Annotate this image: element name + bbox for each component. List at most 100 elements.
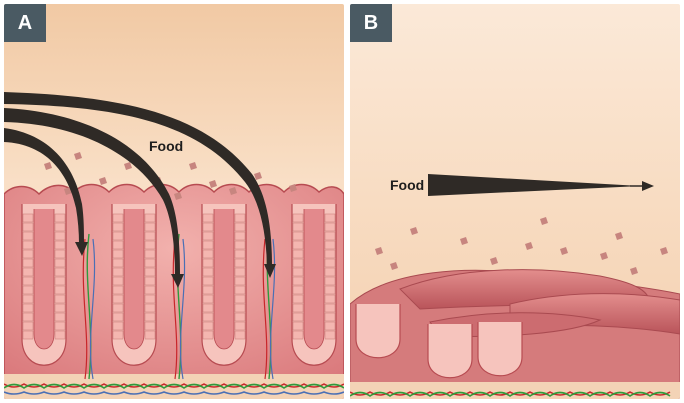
cell bbox=[235, 286, 245, 294]
cell bbox=[145, 304, 155, 312]
cell bbox=[23, 304, 33, 312]
cell bbox=[23, 223, 33, 231]
cell bbox=[325, 223, 335, 231]
cell bbox=[23, 295, 33, 303]
cell bbox=[55, 322, 65, 330]
cell bbox=[113, 268, 123, 276]
cell bbox=[203, 322, 213, 330]
cell bbox=[293, 322, 303, 330]
cell bbox=[293, 331, 303, 339]
cell bbox=[55, 259, 65, 267]
cell bbox=[325, 331, 335, 339]
cell bbox=[23, 331, 33, 339]
panel-b-damaged-villi: B Food bbox=[350, 4, 680, 399]
cell bbox=[203, 250, 213, 258]
cell bbox=[325, 232, 335, 240]
cell bbox=[293, 223, 303, 231]
cell bbox=[203, 214, 213, 222]
cell bbox=[203, 331, 213, 339]
cell bbox=[55, 268, 65, 276]
cell bbox=[55, 232, 65, 240]
cell bbox=[235, 331, 245, 339]
cell bbox=[293, 241, 303, 249]
panel-b-badge: B bbox=[350, 4, 392, 42]
cell bbox=[23, 250, 33, 258]
cell bbox=[235, 241, 245, 249]
panel-b-illustration bbox=[350, 4, 680, 399]
cell bbox=[293, 277, 303, 285]
cell bbox=[145, 259, 155, 267]
cell bbox=[293, 286, 303, 294]
panel-a-normal-villi: A Food bbox=[4, 4, 344, 399]
cell bbox=[293, 259, 303, 267]
cell bbox=[23, 277, 33, 285]
cell bbox=[203, 232, 213, 240]
cell bbox=[293, 295, 303, 303]
crypt-lumen bbox=[304, 209, 324, 349]
cell bbox=[325, 268, 335, 276]
cell bbox=[203, 277, 213, 285]
cell bbox=[55, 214, 65, 222]
cell bbox=[203, 313, 213, 321]
panel-a-illustration bbox=[4, 4, 344, 399]
cell bbox=[145, 268, 155, 276]
cell bbox=[145, 214, 155, 222]
cell bbox=[55, 331, 65, 339]
cell bbox=[23, 313, 33, 321]
cell bbox=[55, 277, 65, 285]
cell bbox=[325, 241, 335, 249]
cell bbox=[235, 295, 245, 303]
cell bbox=[325, 322, 335, 330]
cell bbox=[55, 250, 65, 258]
cell bbox=[325, 259, 335, 267]
crypt-lumen bbox=[214, 209, 234, 349]
cell bbox=[235, 232, 245, 240]
cell bbox=[293, 214, 303, 222]
cell bbox=[55, 223, 65, 231]
cell bbox=[55, 313, 65, 321]
cell bbox=[235, 259, 245, 267]
cell bbox=[23, 259, 33, 267]
cell bbox=[235, 313, 245, 321]
cell bbox=[55, 241, 65, 249]
cell bbox=[113, 277, 123, 285]
cell bbox=[145, 277, 155, 285]
food-label-b: Food bbox=[390, 177, 424, 193]
cell bbox=[23, 268, 33, 276]
cell bbox=[55, 304, 65, 312]
cell bbox=[203, 259, 213, 267]
cell bbox=[293, 232, 303, 240]
cell bbox=[113, 313, 123, 321]
cell bbox=[113, 241, 123, 249]
cell bbox=[325, 277, 335, 285]
cell bbox=[325, 304, 335, 312]
cell bbox=[235, 250, 245, 258]
cell bbox=[145, 250, 155, 258]
cell bbox=[145, 313, 155, 321]
cell bbox=[325, 313, 335, 321]
crypt-lumen bbox=[124, 209, 144, 349]
food-label-a: Food bbox=[149, 138, 183, 154]
cell bbox=[145, 322, 155, 330]
cell bbox=[113, 286, 123, 294]
cell bbox=[23, 322, 33, 330]
cell bbox=[113, 295, 123, 303]
cell bbox=[203, 223, 213, 231]
cell bbox=[145, 286, 155, 294]
cell bbox=[145, 232, 155, 240]
cell bbox=[145, 331, 155, 339]
cell bbox=[145, 241, 155, 249]
cell bbox=[325, 250, 335, 258]
cell bbox=[293, 313, 303, 321]
cell bbox=[23, 232, 33, 240]
cell bbox=[113, 259, 123, 267]
cell bbox=[113, 331, 123, 339]
cell bbox=[235, 277, 245, 285]
cell bbox=[293, 250, 303, 258]
cell bbox=[145, 295, 155, 303]
cell bbox=[203, 295, 213, 303]
cell bbox=[203, 286, 213, 294]
crypt bbox=[478, 322, 522, 376]
cell bbox=[235, 268, 245, 276]
panel-a-badge: A bbox=[4, 4, 46, 42]
